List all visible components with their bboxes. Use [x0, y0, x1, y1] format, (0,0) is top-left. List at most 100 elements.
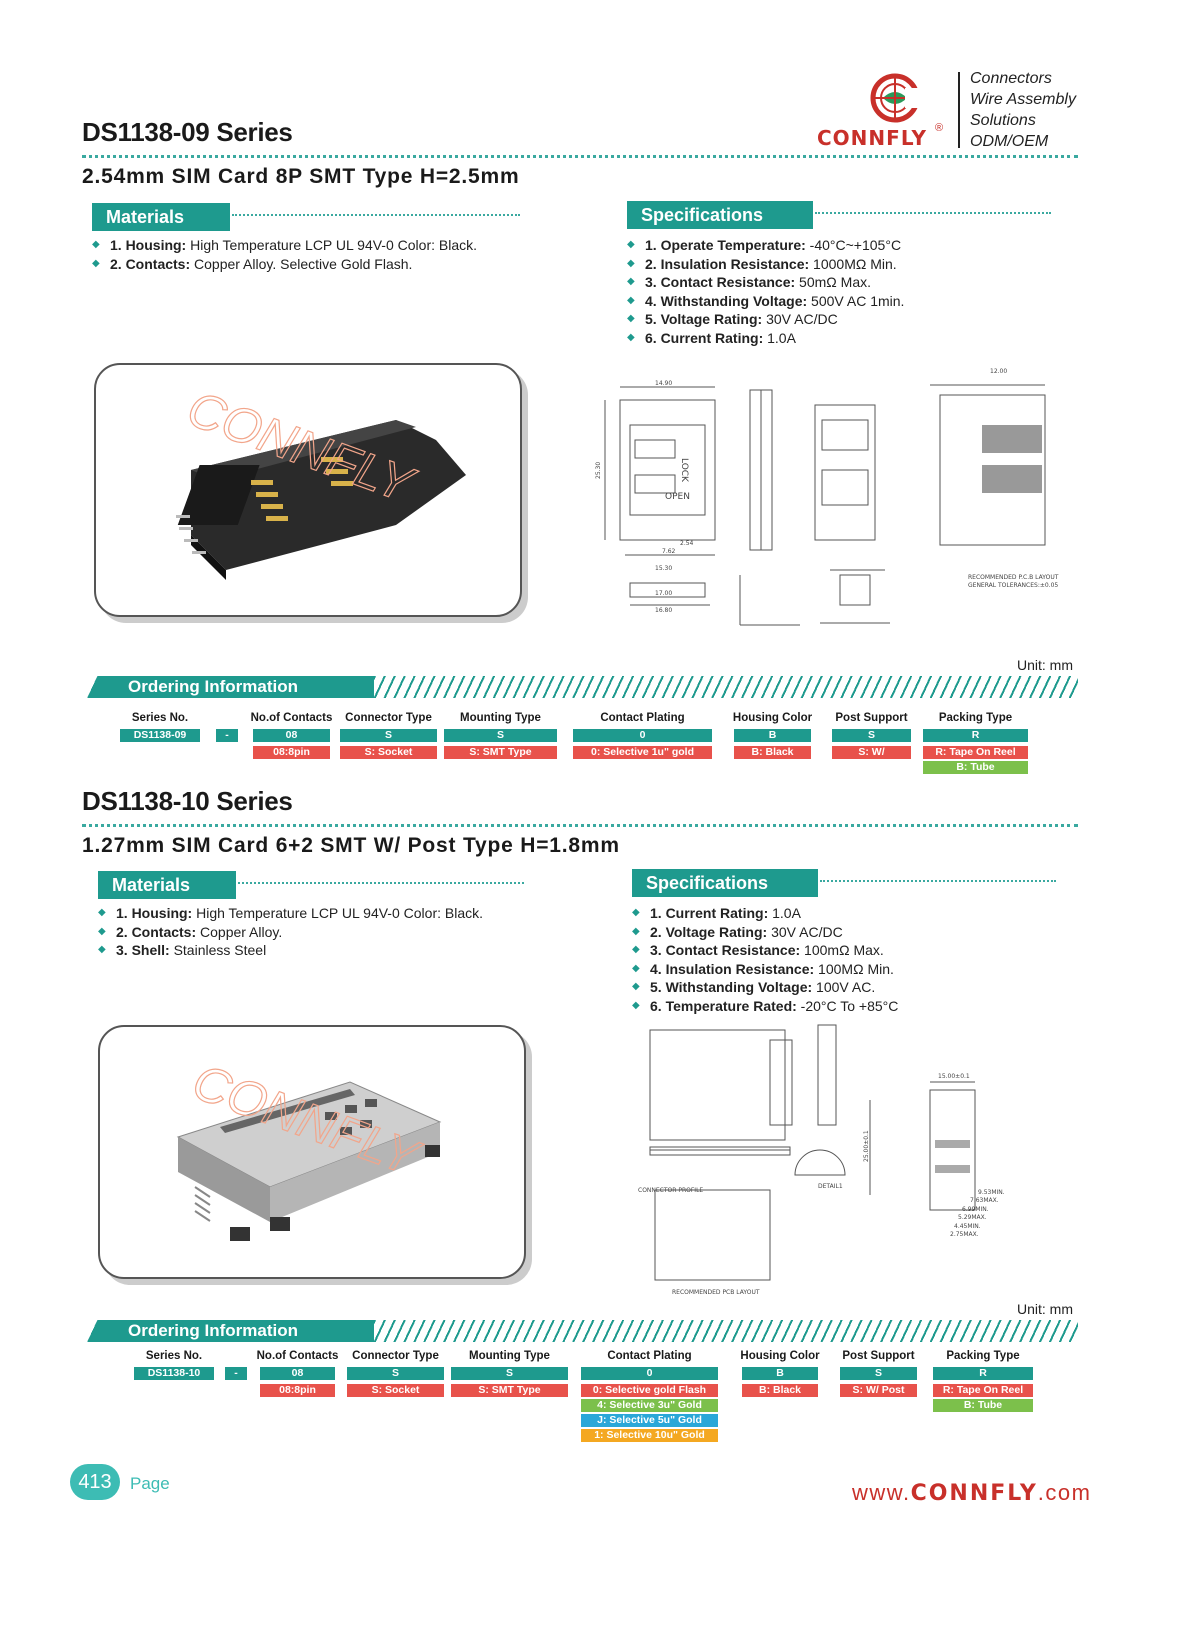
technical-drawing-2: 15.00±0.1 25.00±0.1 DETAIL1 9.53MIN. 7.6… [630, 1020, 1050, 1305]
ordering-option: 0: Selective 1u" gold [573, 746, 712, 759]
ordering-option: S: SMT Type [451, 1384, 568, 1397]
ordering-code: S [444, 729, 557, 742]
materials-rule-1 [232, 214, 520, 216]
svg-text:6.99MIN.: 6.99MIN. [962, 1206, 989, 1213]
sim-connector-8p-image: CONNFLY [176, 379, 466, 580]
specs-rule-1 [815, 212, 1051, 214]
footer-url[interactable]: www.CONNFLY.com [852, 1480, 1092, 1506]
ordering-code: S [832, 729, 911, 742]
ordering-col-label: Post Support [835, 712, 908, 724]
ordering-option: S: SMT Type [444, 746, 557, 759]
series-subtitle-2: 1.27mm SIM Card 6+2 SMT W/ Post Type H=1… [82, 834, 620, 857]
ordering-option: S: W/ Post [840, 1384, 917, 1397]
svg-text:CONNECTOR PROFILE: CONNECTOR PROFILE [638, 1187, 703, 1194]
title-divider-1 [82, 155, 1078, 158]
sim-connector-6p2-image: CONNFLY [176, 1053, 442, 1241]
ordering-heading-2: Ordering Information [104, 1320, 374, 1342]
svg-text:RECOMMENDED P.C.B LAYOUT: RECOMMENDED P.C.B LAYOUT [968, 574, 1059, 581]
list-item: 2. Voltage Rating: 30V AC/DC [632, 923, 1092, 942]
specs-list-2: 1. Current Rating: 1.0A 2. Voltage Ratin… [632, 904, 1092, 1015]
series-dash: - [216, 729, 238, 742]
ordering-code: S [340, 729, 437, 742]
svg-text:4.45MIN.: 4.45MIN. [954, 1223, 981, 1230]
ordering-option: 08:8pin [260, 1384, 335, 1397]
svg-text:GENERAL TOLERANCES:±0.05: GENERAL TOLERANCES:±0.05 [968, 582, 1058, 589]
ordering-col-label: Contact Plating [600, 712, 685, 724]
svg-text:7.62: 7.62 [662, 548, 676, 555]
brand-wordmark: CONNFLY [817, 126, 927, 150]
header-divider [958, 72, 960, 148]
svg-text:7.63MAX.: 7.63MAX. [970, 1197, 999, 1204]
svg-text:OPEN: OPEN [665, 492, 690, 502]
list-item: 5. Voltage Rating: 30V AC/DC [627, 310, 1087, 329]
svg-text:15.30: 15.30 [655, 565, 672, 572]
ordering-option: B: Tube [923, 761, 1028, 774]
materials-heading-1: Materials [92, 203, 230, 231]
svg-text:9.53MIN.: 9.53MIN. [978, 1189, 1005, 1196]
unit-label-2: Unit: mm [1017, 1301, 1073, 1317]
svg-text:12.00: 12.00 [990, 368, 1007, 375]
list-item: 6. Current Rating: 1.0A [627, 329, 1087, 348]
technical-drawing-1: 14.90 25.30 7.62 15.30 2.54 17.00 16.80 … [590, 365, 1080, 650]
ordering-option: 0: Selective gold Flash [581, 1384, 718, 1397]
brand-logo: CONNFLY ® [817, 70, 965, 150]
ordering-col-label: Mounting Type [469, 1350, 550, 1362]
ordering-code: 0 [573, 729, 712, 742]
list-item: 4. Withstanding Voltage: 500V AC 1min. [627, 292, 1087, 311]
list-item: 1. Housing: High Temperature LCP UL 94V-… [98, 904, 578, 923]
ordering-col-label: Packing Type [938, 712, 1013, 724]
list-item: 6. Temperature Rated: -20°C To +85°C [632, 997, 1092, 1016]
ordering-code: S [840, 1367, 917, 1380]
svg-text:DETAIL1: DETAIL1 [818, 1183, 843, 1190]
page-number-badge: 413 [70, 1464, 120, 1500]
svg-text:RECOMMENDED PCB LAYOUT: RECOMMENDED PCB LAYOUT [672, 1289, 760, 1296]
svg-text:2.75MAX.: 2.75MAX. [950, 1231, 979, 1238]
registered-mark: ® [935, 122, 944, 134]
ordering-bar-1: Ordering Information [82, 676, 1078, 698]
ordering-option: J: Selective 5u" Gold [581, 1414, 718, 1427]
materials-list-2: 1. Housing: High Temperature LCP UL 94V-… [98, 904, 578, 960]
ordering-option: B: Tube [933, 1399, 1033, 1412]
ordering-option: 1: Selective 10u" Gold [581, 1429, 718, 1442]
ordering-code: S [347, 1367, 444, 1380]
list-item: 2. Contacts: Copper Alloy. Selective Gol… [92, 255, 572, 274]
materials-list-1: 1. Housing: High Temperature LCP UL 94V-… [92, 236, 572, 273]
list-item: 4. Insulation Resistance: 100MΩ Min. [632, 960, 1092, 979]
series-title-2: DS1138-10 Series [82, 786, 293, 816]
list-item: 1. Current Rating: 1.0A [632, 904, 1092, 923]
ordering-code: B [742, 1367, 818, 1380]
ordering-code: 08 [253, 729, 330, 742]
svg-text:5.29MAX.: 5.29MAX. [958, 1214, 987, 1221]
series-no-value: DS1138-09 [120, 729, 200, 742]
ordering-option: B: Black [742, 1384, 818, 1397]
ordering-option: S: Socket [340, 746, 437, 759]
ordering-option: S: W/ [832, 746, 911, 759]
specs-heading-1: Specifications [627, 201, 813, 229]
series-dash: - [225, 1367, 247, 1380]
ordering-bar-2: Ordering Information [82, 1320, 1078, 1342]
series-no-value: DS1138-10 [134, 1367, 214, 1380]
ordering-code: 0 [581, 1367, 718, 1380]
specs-list-1: 1. Operate Temperature: -40°C~+105°C 2. … [627, 236, 1087, 347]
svg-text:2.54: 2.54 [680, 540, 694, 547]
ordering-col-label: Contact Plating [607, 1350, 692, 1362]
list-item: 3. Contact Resistance: 50mΩ Max. [627, 273, 1087, 292]
ordering-col-label: Connector Type [352, 1350, 439, 1362]
page-label: Page [130, 1474, 170, 1493]
unit-label-1: Unit: mm [1017, 657, 1073, 673]
ordering-col-label: Post Support [842, 1350, 915, 1362]
ordering-option: R: Tape On Reel [923, 746, 1028, 759]
ordering-col-label: No.of Contacts [250, 712, 333, 724]
svg-text:25.30: 25.30 [595, 462, 602, 479]
ordering-col-label: Packing Type [946, 1350, 1020, 1362]
ordering-col-label: No.of Contacts [256, 1350, 339, 1362]
specs-heading-2: Specifications [632, 869, 818, 897]
ordering-code: R [933, 1367, 1033, 1380]
ordering-option: B: Black [734, 746, 811, 759]
ordering-option: R: Tape On Reel [933, 1384, 1033, 1397]
product-photo-2: CONNFLY [98, 1025, 526, 1279]
specs-rule-2 [820, 880, 1056, 882]
list-item: 3. Shell: Stainless Steel [98, 941, 578, 960]
svg-text:16.80: 16.80 [655, 607, 672, 614]
ordering-option: 4: Selective 3u" Gold [581, 1399, 718, 1412]
